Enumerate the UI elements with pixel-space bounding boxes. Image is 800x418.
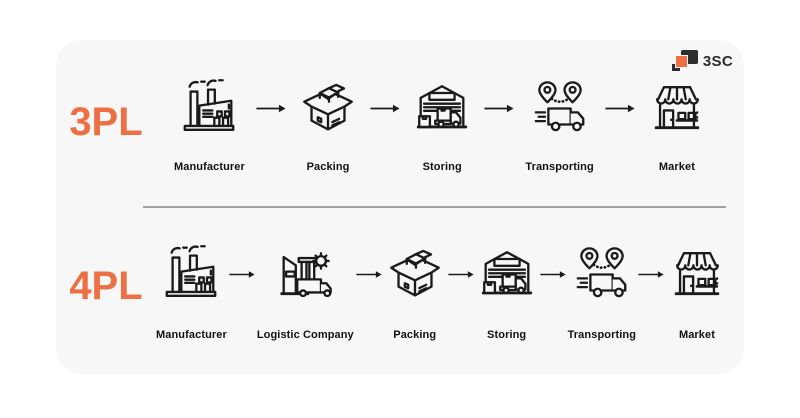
delivery-truck-icon (571, 244, 633, 306)
step-label: Transporting (567, 329, 637, 341)
step-label: Market (678, 329, 715, 341)
step-label: Storing (487, 329, 527, 341)
step-label: Logistic Company (256, 329, 354, 341)
step-packing: Packing (384, 244, 446, 342)
arrow-right-icon (356, 269, 382, 280)
factory-icon (160, 244, 222, 306)
step-storing: Storing (411, 78, 473, 174)
step-label: Storing (422, 161, 462, 173)
factory-icon (178, 78, 240, 140)
row-3pl-label: 3PL (69, 100, 143, 144)
step-manufacturer: Manufacturer (156, 244, 227, 342)
step-storing: Storing (476, 244, 538, 342)
step-market: Market (646, 78, 708, 174)
step-manufacturer: Manufacturer (174, 78, 245, 174)
warehouse-icon (476, 244, 538, 306)
logo-square-orange-icon (674, 55, 688, 68)
step-label: Manufacturer (156, 329, 227, 341)
arrow-right-icon (229, 269, 255, 280)
arrow-right-icon (448, 269, 474, 280)
step-market: Market (666, 244, 728, 342)
storefront-icon (646, 78, 708, 140)
logistics-comparison-card: 3SC 3PL Manufacturer Packing Storing (56, 40, 744, 374)
step-label: Transporting (525, 161, 594, 173)
step-transporting: Transporting (568, 244, 636, 342)
3sc-logo-icon (671, 50, 698, 72)
flow-4pl: Manufacturer Logistic Company Packing St… (156, 208, 744, 342)
arrow-right-icon (370, 103, 400, 114)
packing-box-icon (297, 78, 359, 140)
row-3pl: 3PL Manufacturer Packing Storing (56, 40, 744, 206)
storefront-icon (666, 244, 728, 306)
logo-text: 3SC (702, 52, 733, 70)
row-4pl: 4PL Manufacturer Logistic Company Packin… (56, 208, 744, 374)
divider-line (143, 206, 726, 208)
step-label: Manufacturer (174, 161, 245, 173)
step-transporting: Transporting (525, 78, 594, 174)
logo-3sc: 3SC (671, 50, 733, 72)
warehouse-icon (411, 78, 473, 140)
step-packing: Packing (297, 78, 359, 174)
arrow-right-icon (638, 269, 664, 280)
arrow-right-icon (605, 103, 635, 114)
step-label: Packing (393, 329, 437, 341)
delivery-truck-icon (529, 78, 591, 140)
arrow-right-icon (256, 103, 286, 114)
step-logistic-company: Logistic Company (257, 244, 354, 342)
row-4pl-label: 4PL (69, 264, 143, 308)
flow-3pl: Manufacturer Packing Storing Transportin… (156, 40, 744, 174)
step-label: Packing (306, 161, 350, 173)
arrow-right-icon (540, 269, 566, 280)
arrow-right-icon (484, 103, 514, 114)
logistics-company-icon (274, 244, 336, 306)
step-label: Market (658, 161, 695, 173)
packing-box-icon (384, 244, 446, 306)
